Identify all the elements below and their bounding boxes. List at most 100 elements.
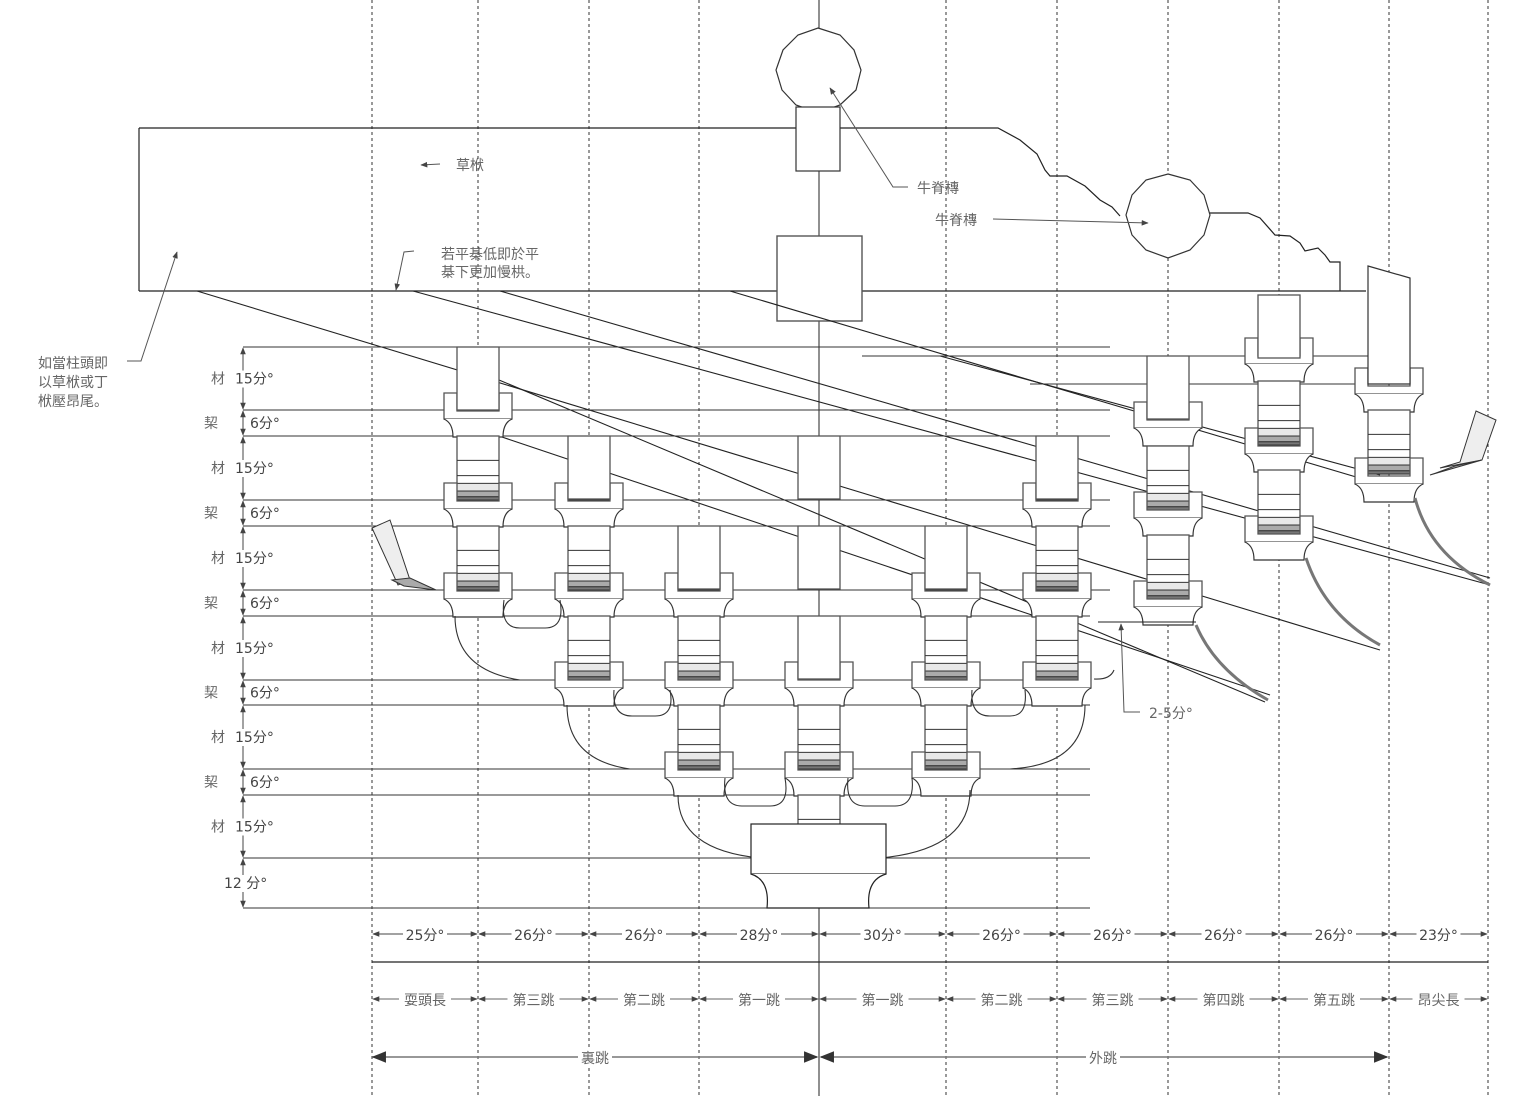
dimension-value: 15分° <box>235 730 274 746</box>
qi-xin-block <box>924 525 968 590</box>
dimension-name: 栔 <box>204 416 218 432</box>
vertical-dimension: 材 15分° <box>211 795 274 858</box>
gong-arm <box>1257 380 1301 446</box>
step-name: 耍頭長 <box>404 993 446 1009</box>
dimension-value: 15分° <box>235 820 274 836</box>
dimension-name: 栔 <box>204 596 218 612</box>
horizontal-dimension: 26分° 第二跳 <box>589 925 699 1009</box>
dimension-value: 26分° <box>625 928 664 944</box>
zhu-tou-note-line3: 栿壓昂尾。 <box>38 394 108 410</box>
gong-arm <box>1257 469 1301 535</box>
gong-arm <box>797 704 841 770</box>
step-name: 昂尖長 <box>1418 993 1460 1009</box>
dou-block <box>1244 515 1314 561</box>
dimension-value: 26分° <box>1315 928 1354 944</box>
ang-tail-block <box>1367 265 1411 385</box>
dou-block <box>1354 457 1424 503</box>
horizontal-dimension: 26分° 第五跳 <box>1279 925 1389 1009</box>
dou-block <box>443 572 513 618</box>
dimension-value: 15分° <box>235 372 274 388</box>
qi-xin-block <box>567 435 611 500</box>
dou-block <box>784 751 854 797</box>
vertical-dimension: 材 15分° <box>211 436 274 500</box>
purlin-label-upper: 牛脊槫 <box>917 181 959 197</box>
dimension-value: 26分° <box>1093 928 1132 944</box>
dou-block <box>1022 661 1092 707</box>
purlin-support-block <box>776 235 863 322</box>
gong-arm <box>924 615 968 681</box>
dou-block <box>1133 491 1203 537</box>
vertical-dimension: 材 15分° <box>211 705 274 769</box>
qi-xin-block <box>456 346 500 411</box>
dimension-value: 6分° <box>250 686 280 702</box>
dimension-name: 材 <box>211 641 225 657</box>
cao-fu-label: 草栿 <box>456 158 484 174</box>
dimension-value: 23分° <box>1419 928 1458 944</box>
cao-fu-beam <box>138 127 1366 292</box>
inner-span-label: 裏跳 <box>581 1050 609 1067</box>
gap-label: 2-5分° <box>1149 706 1193 722</box>
gong-arm <box>1035 525 1079 591</box>
step-name: 第五跳 <box>1313 992 1355 1009</box>
leader-lines <box>127 87 1196 713</box>
horizontal-dimension: 26分°第四跳 <box>1168 925 1279 1009</box>
gong-arm <box>924 704 968 770</box>
step-name: 第三跳 <box>513 992 555 1009</box>
gong-arm <box>456 435 500 501</box>
ang-tips <box>371 410 1497 702</box>
vertical-dimension: 栔 6分° <box>204 680 281 705</box>
horizontal-dimension-chain: 25分°耍頭長26分°第三跳26分°第二跳28分°第一跳30分°第一跳26分°第… <box>372 925 1488 1009</box>
horizontal-dimension: 30分°第一跳 <box>819 925 946 1009</box>
vertical-dimension: 材 15分° <box>211 616 274 680</box>
qi-xin-block <box>797 435 841 500</box>
dimension-name: 材 <box>211 551 225 567</box>
dimension-name: 栔 <box>204 686 218 702</box>
dimension-value: 6分° <box>250 416 280 432</box>
bracket-stacks <box>443 294 1424 860</box>
dimension-value: 25分° <box>406 928 445 944</box>
dimension-value: 28分° <box>740 928 779 944</box>
dimension-value: 6分° <box>250 596 280 612</box>
lu-dou-base <box>750 823 887 909</box>
dimension-name: 材 <box>211 820 225 836</box>
ox-ridge-purlin-upper <box>775 27 862 172</box>
ruo-ping-qi-note-line2: 棊下更加慢栱。 <box>441 264 539 281</box>
dimension-value: 15分° <box>235 461 274 477</box>
qi-xin-block <box>797 525 841 590</box>
gong-arm <box>456 525 500 591</box>
dimension-name: 材 <box>211 372 225 388</box>
dou-block <box>664 751 734 797</box>
gong-arm <box>677 704 721 770</box>
dou-block <box>554 661 624 707</box>
dimension-value: 26分° <box>982 928 1021 944</box>
dou-block <box>1133 580 1203 626</box>
horizontal-dimension: 26分° 第三跳 <box>478 925 589 1009</box>
dimension-value: 26分° <box>514 928 553 944</box>
vertical-dimension: 材 15分° <box>211 347 274 410</box>
dou-block <box>911 661 981 707</box>
vertical-dimension: 12 分° <box>224 858 267 908</box>
dimension-value: 12 分° <box>224 876 267 892</box>
horizontal-dimension: 23分° 昂尖長 <box>1389 925 1488 1009</box>
dimension-name: 材 <box>211 730 225 746</box>
dimension-value: 30分° <box>863 928 902 944</box>
dimension-name: 栔 <box>204 506 218 522</box>
gong-arm <box>1146 445 1190 511</box>
dimension-value: 26分° <box>1204 928 1243 944</box>
gong-arm <box>567 615 611 681</box>
span-dimensions: 裏跳 外跳 <box>371 1048 1389 1067</box>
horizontal-dimension: 26分°第二跳 <box>946 925 1057 1009</box>
dou-block <box>443 482 513 528</box>
dou-block <box>911 751 981 797</box>
gong-arm <box>567 525 611 591</box>
dimension-value: 15分° <box>235 641 274 657</box>
bracket-arm-curves <box>454 599 1115 859</box>
vertical-dimension: 栔 6分° <box>204 410 281 436</box>
step-name: 第二跳 <box>623 992 665 1009</box>
dimension-name: 材 <box>211 461 225 477</box>
vertical-dimension: 栔 6分° <box>204 590 281 616</box>
gong-arm <box>1367 409 1411 475</box>
